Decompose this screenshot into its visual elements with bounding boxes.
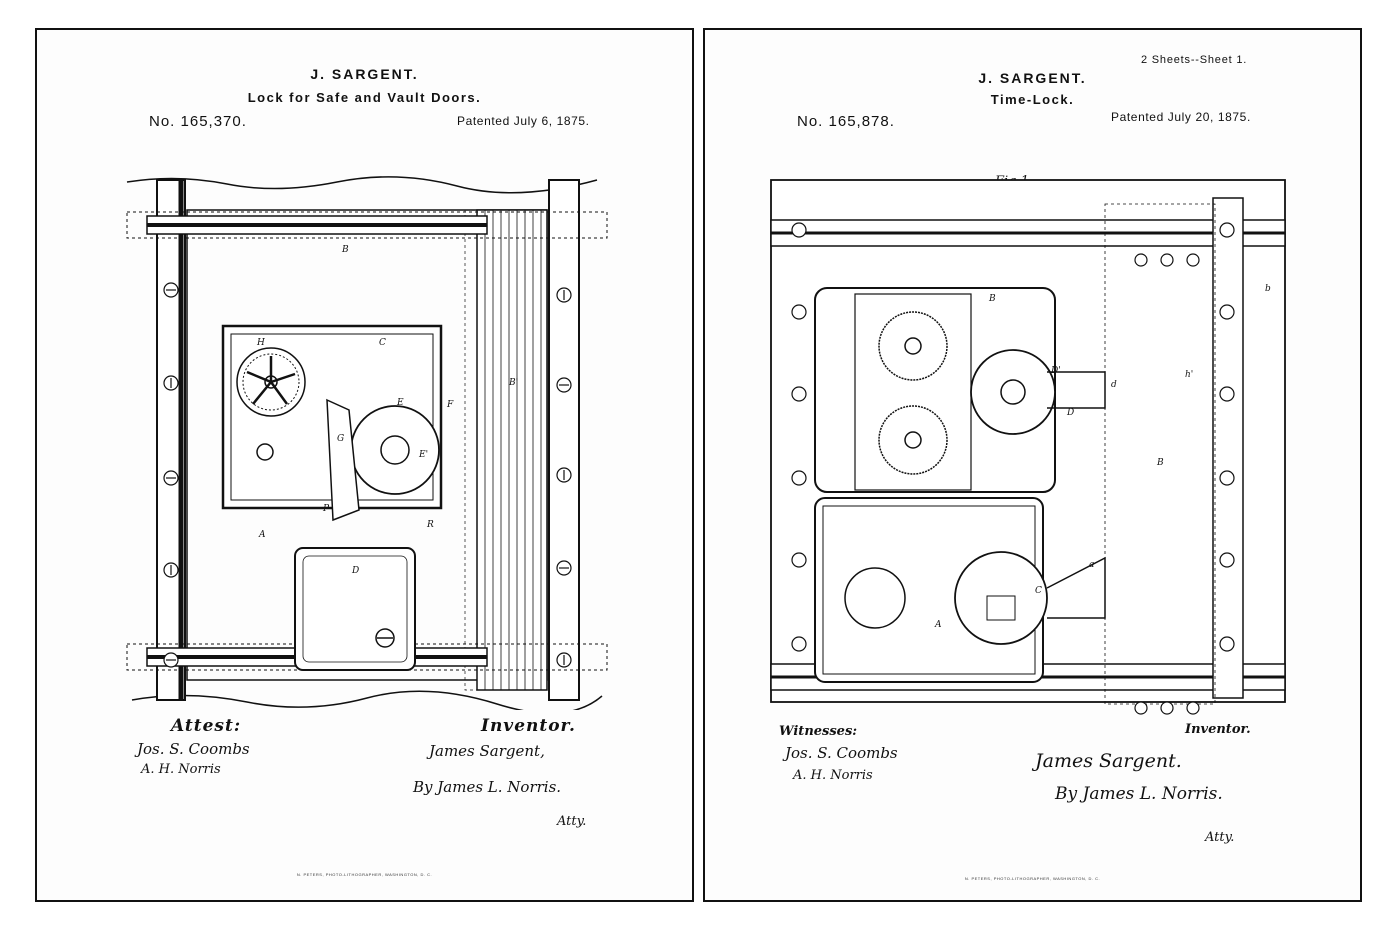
fig-letter-b: B [342,245,349,255]
fig-letter-b-small: b [1265,284,1271,294]
time-lock-drawing [705,178,1360,718]
fig-letter-d: D [1067,408,1074,418]
inventor-label: Inventor. [1185,722,1251,737]
fig-letter-g: G [337,434,344,444]
witness-signature-2: A. H. Norris [793,768,873,783]
witness-signature-2: A. H. Norris [141,762,221,777]
patent-number: No. 165,878. [797,113,895,130]
fig-letter-b-rail: B [1157,458,1164,468]
atty-label: Atty. [1205,830,1234,845]
patent-date: Patented July 6, 1875. [457,114,590,128]
fig-letter-h: H [257,338,265,348]
fig-letter-c: C [379,338,386,348]
patent-sheet-time-lock: 2 Sheets--Sheet 1. J. SARGENT. Time-Lock… [703,28,1362,902]
witness-signature-1: Jos. S. Coombs [785,744,898,762]
atty-label: Atty. [557,814,586,829]
inventor-label: Inventor. [481,716,576,736]
patent-sheet-lock-for-safe: J. SARGENT. Lock for Safe and Vault Door… [35,28,694,902]
fig-letter-d-prime: D' [1051,366,1061,376]
fig-letter-r: R [427,520,434,530]
inventor-signature: James Sargent, [429,742,545,760]
fig-letter-f: F [447,400,453,410]
sheet-note: 2 Sheets--Sheet 1. [1141,54,1247,66]
witness-signature-1: Jos. S. Coombs [137,740,250,758]
witnesses-label: Witnesses: [779,724,857,739]
inventor-name: J. SARGENT. [705,70,1360,86]
fig-letter-d: D [352,566,359,576]
fig-letter-h-prime: h' [1185,370,1193,380]
patent-title: Time-Lock. [705,92,1360,107]
fig-letter-p: P [323,504,329,514]
patent-date: Patented July 20, 1875. [1111,110,1251,124]
fig-letter-d-small: d [1111,380,1117,390]
fig-letter-a: A [259,530,266,540]
attest-label: Attest: [171,716,241,736]
lithographer-imprint: N. PETERS, PHOTO-LITHOGRAPHER, WASHINGTO… [705,876,1360,881]
fig-letter-e-prime: E' [419,450,428,460]
fig-letter-c: C [1035,586,1042,596]
inventor-name: J. SARGENT. [37,66,692,82]
attorney-signature: By James L. Norris. [1055,784,1223,804]
lithographer-imprint: N. PETERS, PHOTO-LITHOGRAPHER, WASHINGTO… [37,872,692,877]
fig-letter-e: E [397,398,404,408]
lock-drawing [37,170,692,710]
fig-letter-a-small: a [1089,560,1094,570]
fig-letter-b-upper: B [989,294,996,304]
inventor-signature: James Sargent. [1035,750,1182,772]
attorney-signature: By James L. Norris. [413,778,561,796]
patent-number: No. 165,370. [149,113,247,130]
fig-letter-b-prime: B' [509,378,518,388]
patent-title: Lock for Safe and Vault Doors. [37,90,692,105]
fig-letter-a: A [935,620,942,630]
